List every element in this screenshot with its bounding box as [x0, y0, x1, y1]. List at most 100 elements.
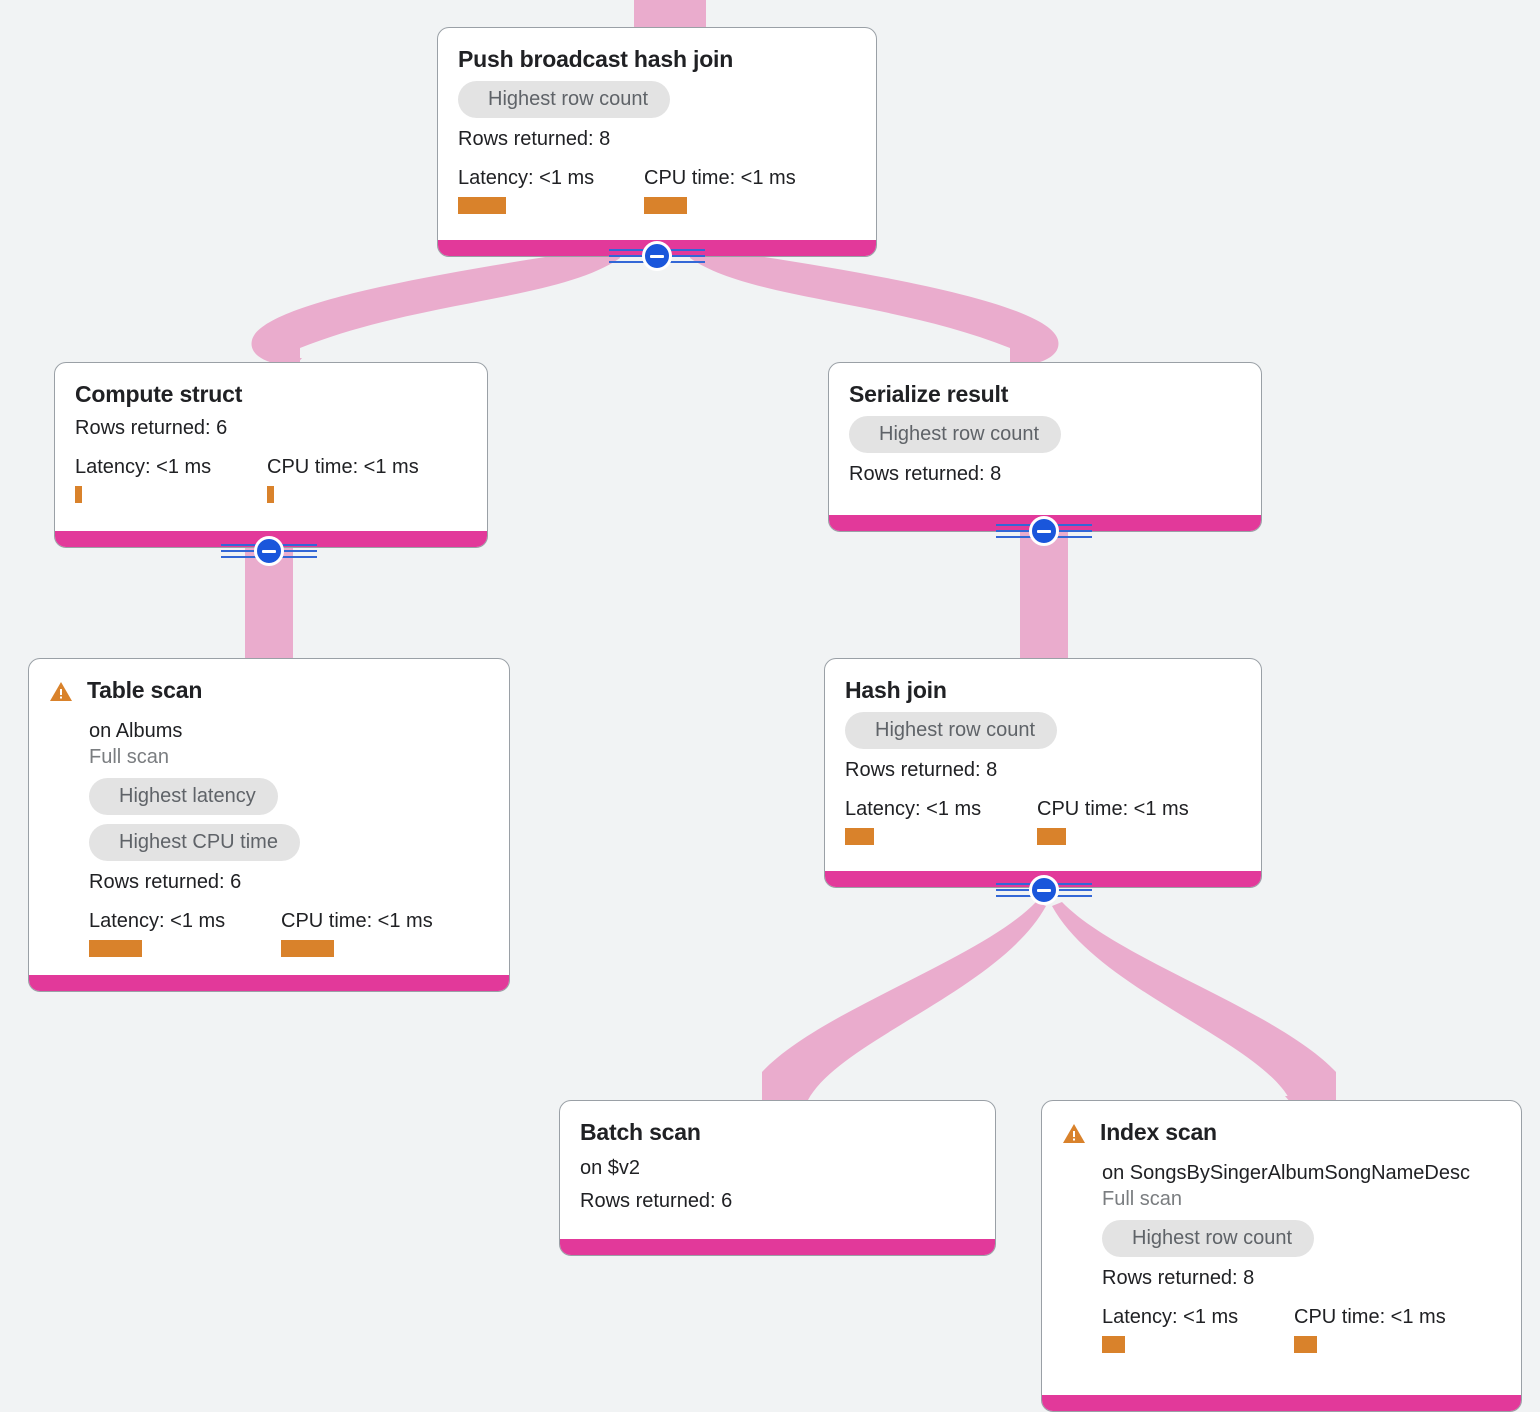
node-title: Table scan	[87, 677, 203, 703]
metric-cpu-time: CPU time: <1 ms	[267, 456, 419, 504]
collapse-toggle-serialize-result[interactable]	[996, 515, 1092, 547]
metric-latency-bar	[1102, 1336, 1125, 1353]
node-title: Hash join	[845, 677, 947, 703]
rows-returned: Rows returned: 6	[75, 417, 228, 440]
collapse-toggle-compute-struct[interactable]	[221, 535, 317, 567]
node-title: Serialize result	[849, 381, 1009, 407]
badge-highest-row-count: Highest row count	[849, 416, 1062, 454]
node-title-row: Batch scan	[580, 1119, 975, 1145]
node-title-row: Index scan	[1062, 1119, 1501, 1150]
metric-latency-bar	[845, 828, 874, 846]
scan-target: on SongsBySingerAlbumSongNameDesc	[1102, 1162, 1470, 1184]
metrics-row: Latency: <1 ms CPU time: <1 ms	[458, 167, 856, 215]
badge-highest-row-count: Highest row count	[458, 81, 671, 119]
scan-target: on Albums	[89, 720, 183, 742]
rows-returned: Rows returned: 8	[458, 128, 611, 151]
rows-returned: Rows returned: 6	[89, 871, 242, 893]
metric-cpu-time: CPU time: <1 ms	[1294, 1306, 1446, 1353]
metric-cpu-time-label: CPU time: <1 ms	[281, 910, 433, 932]
badge-highest-row-count: Highest row count	[1102, 1220, 1315, 1257]
node-title-row: Hash join	[845, 677, 1241, 703]
scan-target: on $v2	[580, 1157, 641, 1180]
node-batch-scan[interactable]: Batch scan on $v2 Rows returned: 6	[559, 1100, 996, 1256]
node-details: on Albums Full scan Highest latency High…	[49, 719, 489, 957]
node-details: Highest row count Rows returned: 8 Laten…	[458, 72, 856, 215]
metric-cpu-time-bar	[267, 486, 274, 504]
node-title-row: Serialize result	[849, 381, 1241, 407]
minus-icon	[642, 241, 672, 271]
node-body: Push broadcast hash join Highest row cou…	[438, 28, 876, 240]
metric-latency: Latency: <1 ms	[75, 456, 267, 504]
rows-returned: Rows returned: 8	[845, 759, 998, 782]
metric-latency-label: Latency: <1 ms	[845, 798, 982, 821]
badge-highest-cpu-time: Highest CPU time	[89, 824, 300, 861]
metric-latency-label: Latency: <1 ms	[89, 910, 226, 932]
minus-icon	[1029, 516, 1059, 546]
metrics-row: Latency: <1 ms CPU time: <1 ms	[75, 456, 467, 504]
metric-cpu-time: CPU time: <1 ms	[281, 910, 433, 957]
badge-highest-latency: Highest latency	[89, 778, 278, 815]
node-body: Table scan on Albums Full scan Highest l…	[29, 659, 509, 975]
node-accent-bar	[560, 1239, 995, 1255]
metric-latency-label: Latency: <1 ms	[75, 456, 212, 479]
node-details: Rows returned: 6 Latency: <1 ms CPU time…	[75, 417, 467, 504]
metric-latency-label: Latency: <1 ms	[458, 167, 595, 190]
badge-highest-row-count: Highest row count	[845, 712, 1058, 750]
node-body: Hash join Highest row count Rows returne…	[825, 659, 1261, 871]
node-compute-struct[interactable]: Compute struct Rows returned: 6 Latency:…	[54, 362, 488, 548]
warning-icon	[1062, 1123, 1086, 1150]
node-title: Batch scan	[580, 1119, 701, 1145]
node-title: Compute struct	[75, 381, 243, 407]
node-accent-bar	[29, 975, 509, 991]
node-body: Compute struct Rows returned: 6 Latency:…	[55, 363, 487, 531]
metric-latency: Latency: <1 ms	[1102, 1306, 1294, 1353]
edge-hash-join-to-batch-scan	[762, 902, 1046, 1100]
collapse-toggle-hash-join[interactable]	[996, 874, 1092, 906]
edge-root-to-compute-struct	[251, 246, 620, 362]
node-details: on SongsBySingerAlbumSongNameDesc Full s…	[1062, 1161, 1501, 1353]
warning-icon	[49, 681, 73, 708]
node-serialize-result[interactable]: Serialize result Highest row count Rows …	[828, 362, 1262, 532]
rows-returned: Rows returned: 8	[849, 463, 1002, 486]
minus-icon	[1029, 875, 1059, 905]
node-table-scan[interactable]: Table scan on Albums Full scan Highest l…	[28, 658, 510, 992]
minus-icon	[254, 536, 284, 566]
metric-latency-bar	[75, 486, 82, 504]
metric-cpu-time: CPU time: <1 ms	[1037, 798, 1189, 846]
metric-latency: Latency: <1 ms	[89, 910, 281, 957]
metric-latency-bar	[89, 940, 142, 957]
metric-cpu-time-label: CPU time: <1 ms	[644, 167, 796, 190]
node-index-scan[interactable]: Index scan on SongsBySingerAlbumSongName…	[1041, 1100, 1522, 1412]
scan-type: Full scan	[89, 746, 170, 768]
metric-cpu-time-bar	[644, 197, 687, 215]
metrics-row: Latency: <1 ms CPU time: <1 ms	[89, 910, 489, 957]
edge-root-to-serialize-result	[690, 246, 1059, 362]
node-title: Index scan	[1100, 1119, 1217, 1145]
node-body: Serialize result Highest row count Rows …	[829, 363, 1261, 515]
edge-hash-join-to-index-scan	[1052, 902, 1336, 1100]
rows-returned: Rows returned: 8	[1102, 1267, 1255, 1289]
metric-latency: Latency: <1 ms	[458, 167, 644, 215]
node-title-row: Compute struct	[75, 381, 467, 407]
collapse-toggle-push-broadcast-hash-join[interactable]	[609, 240, 705, 272]
node-accent-bar	[1042, 1395, 1521, 1411]
metric-cpu-time-label: CPU time: <1 ms	[1037, 798, 1189, 821]
metric-cpu-time-bar	[1037, 828, 1066, 846]
metric-latency-bar	[458, 197, 506, 215]
node-body: Index scan on SongsBySingerAlbumSongName…	[1042, 1101, 1521, 1395]
node-title: Push broadcast hash join	[458, 46, 734, 72]
metric-latency: Latency: <1 ms	[845, 798, 1037, 846]
node-hash-join[interactable]: Hash join Highest row count Rows returne…	[824, 658, 1262, 888]
metric-cpu-time-label: CPU time: <1 ms	[267, 456, 419, 479]
scan-type: Full scan	[1102, 1188, 1183, 1210]
node-push-broadcast-hash-join[interactable]: Push broadcast hash join Highest row cou…	[437, 27, 877, 257]
node-title-row: Push broadcast hash join	[458, 46, 856, 72]
metrics-row: Latency: <1 ms CPU time: <1 ms	[845, 798, 1241, 846]
metric-latency-label: Latency: <1 ms	[1102, 1306, 1239, 1328]
metric-cpu-time-bar	[1294, 1336, 1317, 1353]
rows-returned: Rows returned: 6	[580, 1190, 733, 1213]
node-details: Highest row count Rows returned: 8 Laten…	[845, 703, 1241, 846]
node-title-row: Table scan	[49, 677, 489, 708]
node-details: Highest row count Rows returned: 8	[849, 407, 1241, 486]
